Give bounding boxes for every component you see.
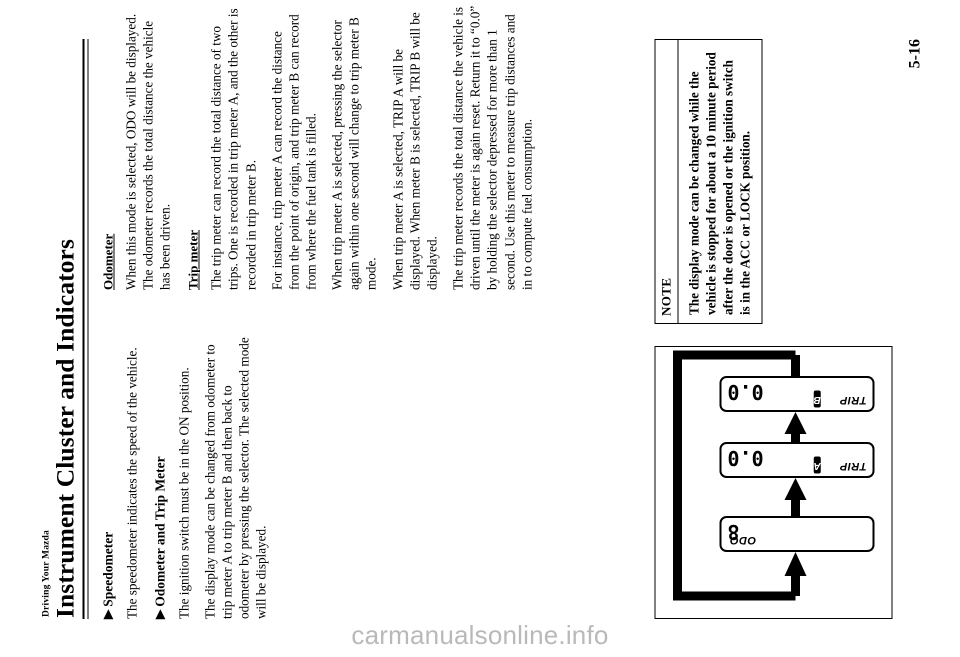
speedometer-paragraph-1: The speedometer indicates the speed of t… <box>124 346 140 619</box>
lcd-display-trip-b: TRIP B 0.0 <box>719 375 875 412</box>
trip-meter-paragraph-2: For instance, trip meter A can record th… <box>269 13 319 290</box>
watermark: carmanualsonline.info <box>351 620 609 650</box>
odometer-paragraph-1: When this mode is selected, ODO will be … <box>123 13 139 290</box>
section-speedometer: ▶ Speedometer The speedometer indicates t… <box>100 334 140 619</box>
note-text: The display mode can be changed while th… <box>686 51 753 315</box>
odometer-trip-meter-heading-label: Odometer and Trip Meter <box>152 455 168 607</box>
page-content: Driving Your Mazda Instrument Cluster an… <box>28 5 933 635</box>
page-title: Instrument Cluster and Indicators <box>50 238 80 618</box>
lcd-digits-trip-a: 0.0 <box>727 445 764 470</box>
section-trip-meter: Trip meter The trip meter can record the… <box>185 5 536 290</box>
lcd-display-odometer: ODO 8 <box>719 515 875 552</box>
display-mode-diagram: ODO 8 TRIP A 0.0 TRIP B 0.0 <box>654 345 893 619</box>
lcd-badge-a: A <box>813 456 821 473</box>
section-odometer-and-trip-meter: ▶ Odometer and Trip Meter The ignition sw… <box>152 334 270 619</box>
page-number: 5-16 <box>906 38 924 68</box>
trip-meter-paragraph-3: When trip meter A is selected, pressing … <box>329 16 379 290</box>
speedometer-heading: ▶ Speedometer <box>100 334 116 619</box>
odometer-subheading: Odometer <box>100 233 116 290</box>
note-label: NOTE <box>655 39 679 323</box>
lcd-label-trip-a: TRIP <box>839 459 867 472</box>
section-odometer: Odometer When this mode is selected, ODO… <box>100 5 173 290</box>
lower-area: ODO 8 TRIP A 0.0 TRIP B 0.0 <box>654 38 893 619</box>
manual-page: Driving Your Mazda Instrument Cluster an… <box>27 5 933 635</box>
triangle-bullet-icon: ▶ <box>100 609 115 619</box>
diagram-flow-svg <box>672 350 807 600</box>
left-column: ▶ Speedometer The speedometer indicates t… <box>100 334 640 619</box>
lcd-display-trip-a: TRIP A 0.0 <box>719 441 875 478</box>
lcd-digits-odo: 8 <box>727 519 740 544</box>
odometer-trip-meter-paragraph-1: The ignition switch must be in the ON po… <box>176 366 192 619</box>
lcd-digits-trip-b: 0.0 <box>727 379 764 404</box>
trip-meter-paragraph-4: When trip meter A is selected, TRIP A wi… <box>390 11 440 290</box>
odometer-trip-meter-heading: ▶ Odometer and Trip Meter <box>152 334 168 619</box>
odometer-trip-meter-paragraph-2: The display mode can be changed from odo… <box>202 336 269 619</box>
note-column: NOTE The display mode can be changed whi… <box>654 38 763 324</box>
diagram-inner: ODO 8 TRIP A 0.0 TRIP B 0.0 <box>667 345 881 606</box>
trip-meter-subheading: Trip meter <box>185 229 201 290</box>
right-column: Odometer When this mode is selected, ODO… <box>100 5 640 290</box>
note-box: NOTE The display mode can be changed whi… <box>654 38 763 324</box>
trip-meter-paragraph-1: The trip meter can record the total dist… <box>208 7 259 290</box>
triangle-bullet-icon: ▶ <box>152 609 167 619</box>
body-columns: ▶ Speedometer The speedometer indicates t… <box>100 5 640 619</box>
title-rule-thick <box>82 38 85 619</box>
speedometer-heading-label: Speedometer <box>100 531 116 607</box>
title-rule-thin <box>87 38 89 619</box>
lcd-label-trip-b: TRIP <box>839 393 867 406</box>
lcd-badge-b: B <box>813 390 821 407</box>
trip-meter-paragraph-5: The trip meter records the total distanc… <box>450 5 535 290</box>
odometer-paragraph-2: The odometer records the total distance … <box>140 20 173 290</box>
